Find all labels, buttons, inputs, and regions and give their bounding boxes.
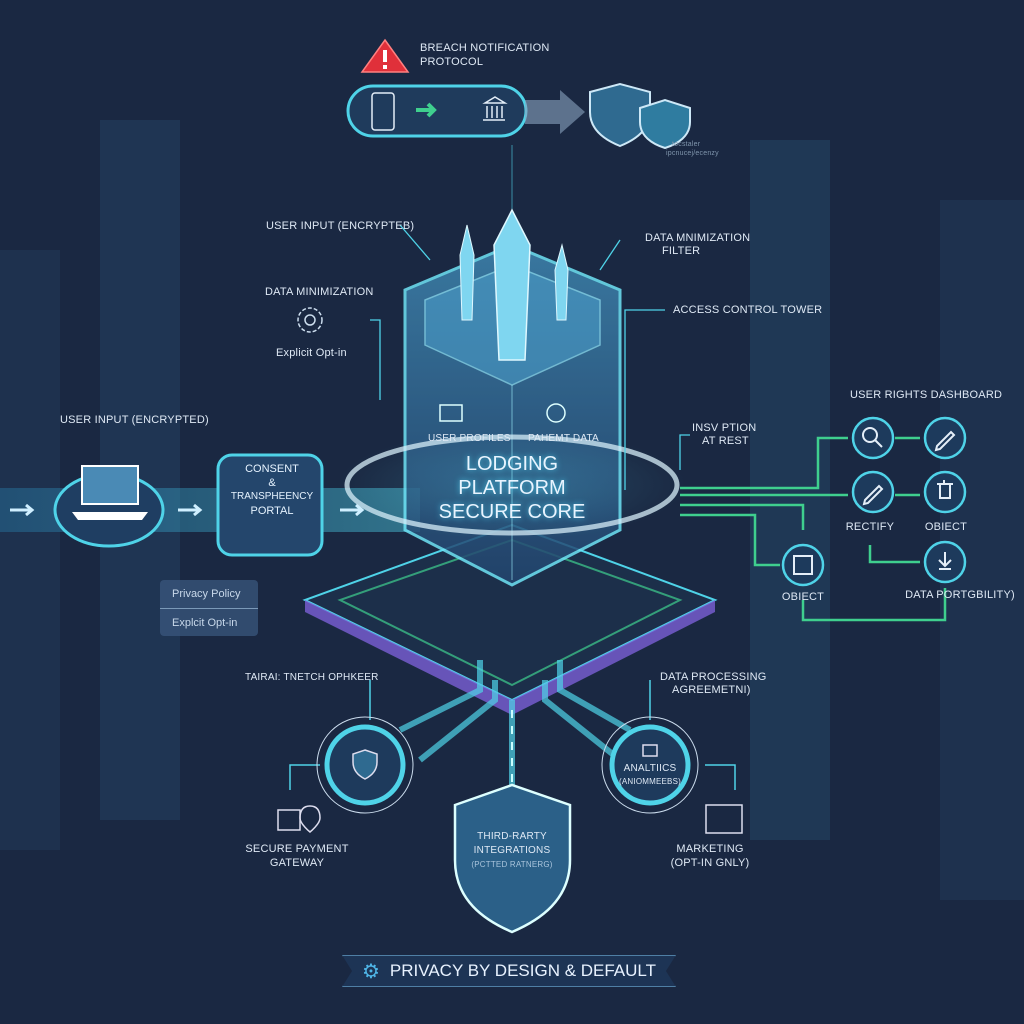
user-profiles-icon <box>439 404 463 422</box>
rights-connectors <box>680 436 947 622</box>
portal-text: PORTAL <box>250 505 294 517</box>
label-encryption: INSV PTION <box>692 422 757 434</box>
flow-arrows-icon <box>10 503 365 517</box>
payment-gateway-node <box>316 716 414 814</box>
third-party-shield <box>453 783 572 934</box>
user-profiles-label: USER PROFILES <box>428 433 511 444</box>
marketing-label: (OPT-IN GNLY) <box>670 857 750 869</box>
label-dpa: DATA PROCESSING <box>660 671 767 683</box>
gear-icon: ⚙ <box>361 960 380 983</box>
third-party-label: INTEGRATIONS <box>473 845 551 856</box>
third-party-label: (PCTTED RATNERG) <box>471 860 553 869</box>
core-title-line: LODGING <box>465 453 559 475</box>
core-title-line: PLATFORM <box>458 477 566 499</box>
warning-icon <box>360 38 410 73</box>
location-pin-icon <box>299 805 321 833</box>
bank-icon <box>482 96 508 121</box>
label-access-control-tower: ACCESS CONTROL TOWER <box>673 304 823 316</box>
laptop-icon <box>72 465 148 520</box>
rectify-label[interactable]: RECTIFY <box>845 521 895 533</box>
rights-title: USER RIGHTS DASHBOARD <box>850 389 1003 401</box>
privacy-policy-link[interactable]: Privacy Policy <box>172 588 241 600</box>
label-explicit-optin: Explicit Opt-in <box>276 347 347 359</box>
marketing-label: MARKETING <box>676 843 744 855</box>
arrow-right-icon <box>525 90 585 134</box>
object-label[interactable]: OBIECT <box>924 521 968 533</box>
portal-text: & <box>268 477 276 489</box>
connector-lines <box>370 224 690 490</box>
shield-icon <box>352 749 378 780</box>
analytics-label: ANALTIICS <box>623 763 677 774</box>
object-label[interactable]: OBIECT <box>781 591 825 603</box>
breach-note: tocstaler <box>672 141 701 148</box>
payment-data-icon <box>546 403 566 423</box>
label-data-min-filter: DATA MNIMIZATION <box>645 232 751 244</box>
marketing-icon <box>705 804 743 834</box>
payment-gateway-label: GATEWAY <box>269 857 325 869</box>
consent-portal-box <box>216 453 324 557</box>
document-icon <box>277 809 301 831</box>
breach-flow-pill <box>346 82 691 150</box>
data-portability-label[interactable]: DATA PORTGBILITY) <box>905 589 1015 601</box>
gear-icon <box>297 307 323 333</box>
label-encryption: AT REST <box>702 435 749 447</box>
core-title: LODGING PLATFORM SECURE CORE <box>439 452 586 524</box>
label-data-min-filter: FILTER <box>662 245 701 257</box>
footer-banner: ⚙ PRIVACY BY DESIGN & DEFAULT <box>342 955 676 987</box>
phone-icon <box>371 92 395 131</box>
bg-building <box>750 140 830 840</box>
broken-shield-icon <box>639 98 691 150</box>
lock-icon <box>642 744 658 757</box>
privacy-tooltip: Privacy Policy Explcit Opt-in <box>160 580 258 636</box>
portal-text: CONSENT <box>245 463 299 475</box>
bg-building <box>0 250 60 850</box>
object-icon <box>781 543 825 587</box>
arrow-icon <box>416 102 437 118</box>
payment-data-label: PAHEMT DATA <box>528 433 599 444</box>
consent-portal[interactable]: CONSENT & TRANSPHEENCY PORTAL <box>226 462 318 518</box>
label-tainetch: TAIRAI: TNETCH OPHKEER <box>245 672 379 683</box>
breach-note: ipcnucej/ecenzy <box>666 150 719 157</box>
third-party-label: THIRD-RARTY <box>477 831 547 842</box>
label-dpa: AGREEMETNI) <box>672 684 751 696</box>
label-data-minimization: DATA MINIMIZATION <box>265 286 374 298</box>
analytics-node <box>601 716 699 814</box>
crystal-spire-icon <box>493 208 531 361</box>
breach-title: PROTOCOL <box>420 56 484 68</box>
portal-text: TRANSPHEENCY <box>230 491 314 502</box>
trash-icon <box>923 470 967 514</box>
label-user-input-top: USER INPUT (ENCRYPTEB) <box>266 220 415 232</box>
analytics-label: (ANIOMMEEBS) <box>619 777 681 786</box>
explicit-optin-link[interactable]: Explcit Opt-in <box>160 608 258 636</box>
payment-gateway-label: SECURE PAYMENT <box>245 843 349 855</box>
banner-text: PRIVACY BY DESIGN & DEFAULT <box>389 961 657 980</box>
search-icon <box>851 416 895 460</box>
core-title-line: SECURE CORE <box>438 501 586 523</box>
breach-title: BREACH NOTIFICATION <box>420 42 550 54</box>
label-user-input-left: USER INPUT (ENCRYPTED) <box>60 414 209 426</box>
